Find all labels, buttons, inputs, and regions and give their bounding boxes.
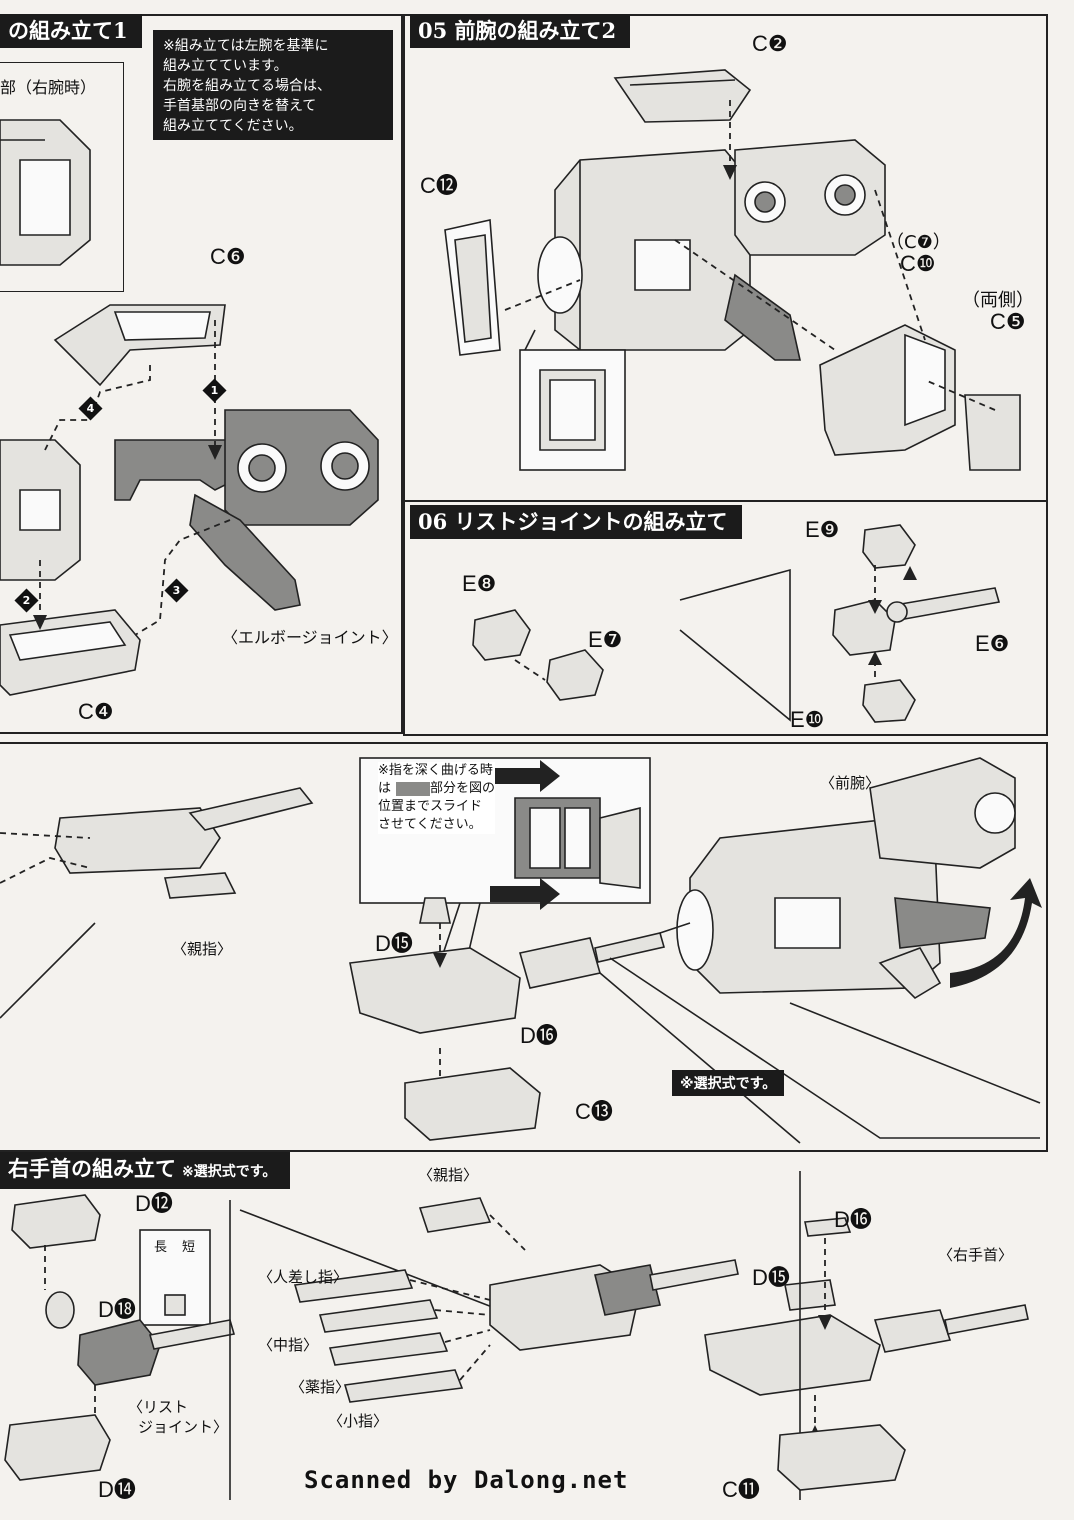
step-marker-4: 4	[78, 396, 103, 421]
step04-note: ※組み立ては左腕を基準に 組み立てています。 右腕を組み立てる場合は、 手首基部…	[153, 30, 393, 140]
right-wrist-title: 右手首の組み立て※選択式です。	[0, 1152, 291, 1189]
part-e10: E❿	[790, 707, 825, 732]
part-c12: C⓬	[420, 173, 458, 198]
right-wrist-illustration	[4, 1171, 1029, 1500]
step04-title: の組み立て1	[0, 14, 142, 48]
length-short: 短	[182, 1240, 196, 1255]
part-c7: （C❼）	[886, 232, 951, 253]
panel-step04	[0, 14, 403, 734]
part-d16-right: D⓰	[834, 1207, 872, 1232]
step05-illustration	[444, 69, 1021, 471]
part-d14: D⓮	[98, 1477, 136, 1502]
hand-assembly-illustration	[0, 757, 1042, 1144]
step04-sub-box	[0, 62, 124, 292]
elbow-joint-label: 〈エルボージョイント〉	[222, 628, 398, 647]
part-c2: C❷	[752, 31, 788, 56]
middle-finger-label: 〈中指〉	[258, 1336, 319, 1354]
index-finger-label: 〈人差し指〉	[258, 1268, 349, 1286]
wrist-joint-label-1: 〈リスト	[128, 1398, 189, 1416]
slide-part-swatch	[396, 782, 430, 796]
ring-finger-label: 〈薬指〉	[290, 1378, 351, 1396]
step04-illustration	[0, 119, 379, 696]
part-d16-left: D⓰	[520, 1023, 558, 1048]
slide-note: ※指を深く曲げる時 は 部分を図の 位置までスライド させてください。	[378, 762, 496, 834]
step05-title: 05 前腕の組み立て2	[410, 14, 631, 48]
step-marker-1: 1	[202, 378, 227, 403]
thumb-label-right: 〈親指〉	[418, 1166, 479, 1184]
step-marker-3: 3	[164, 578, 189, 603]
part-c13: C⓭	[575, 1099, 613, 1124]
part-d15-left: D⓯	[375, 931, 413, 956]
scan-credit: Scanned by Dalong.net	[304, 1466, 629, 1494]
length-long: 長	[154, 1240, 168, 1255]
little-finger-label: 〈小指〉	[328, 1412, 389, 1430]
forearm-label: 〈前腕〉	[820, 774, 881, 792]
panel-hand-assembly	[0, 742, 1048, 1152]
step06-title: 06 リストジョイントの組み立て	[410, 505, 742, 539]
part-e9: E❾	[805, 517, 840, 542]
panel-step06	[403, 500, 1048, 736]
part-d18: D⓲	[98, 1297, 136, 1322]
part-e7: E❼	[588, 627, 623, 652]
part-c5: C❺	[990, 309, 1026, 334]
label-both-sides: （両側）	[962, 290, 1034, 311]
part-c4: C❹	[78, 699, 114, 724]
part-d15-right: D⓯	[752, 1265, 790, 1290]
part-e6: E❻	[975, 631, 1010, 656]
part-d12: D⓬	[135, 1191, 173, 1216]
step-marker-2: 2	[14, 588, 39, 613]
part-c11: C⓫	[722, 1477, 760, 1502]
step04-sub-label: 部（右腕時）	[0, 78, 97, 97]
part-e8: E❽	[462, 571, 497, 596]
wrist-joint-label-2: ジョイント〉	[138, 1418, 229, 1436]
part-c6: C❻	[210, 244, 246, 269]
step06-illustration	[472, 524, 1001, 723]
right-wrist-label: 〈右手首〉	[938, 1246, 1014, 1264]
thumb-label-left: 〈親指〉	[172, 940, 233, 958]
part-c10: C❿	[900, 251, 936, 276]
optional-badge: ※選択式です。	[672, 1070, 785, 1096]
